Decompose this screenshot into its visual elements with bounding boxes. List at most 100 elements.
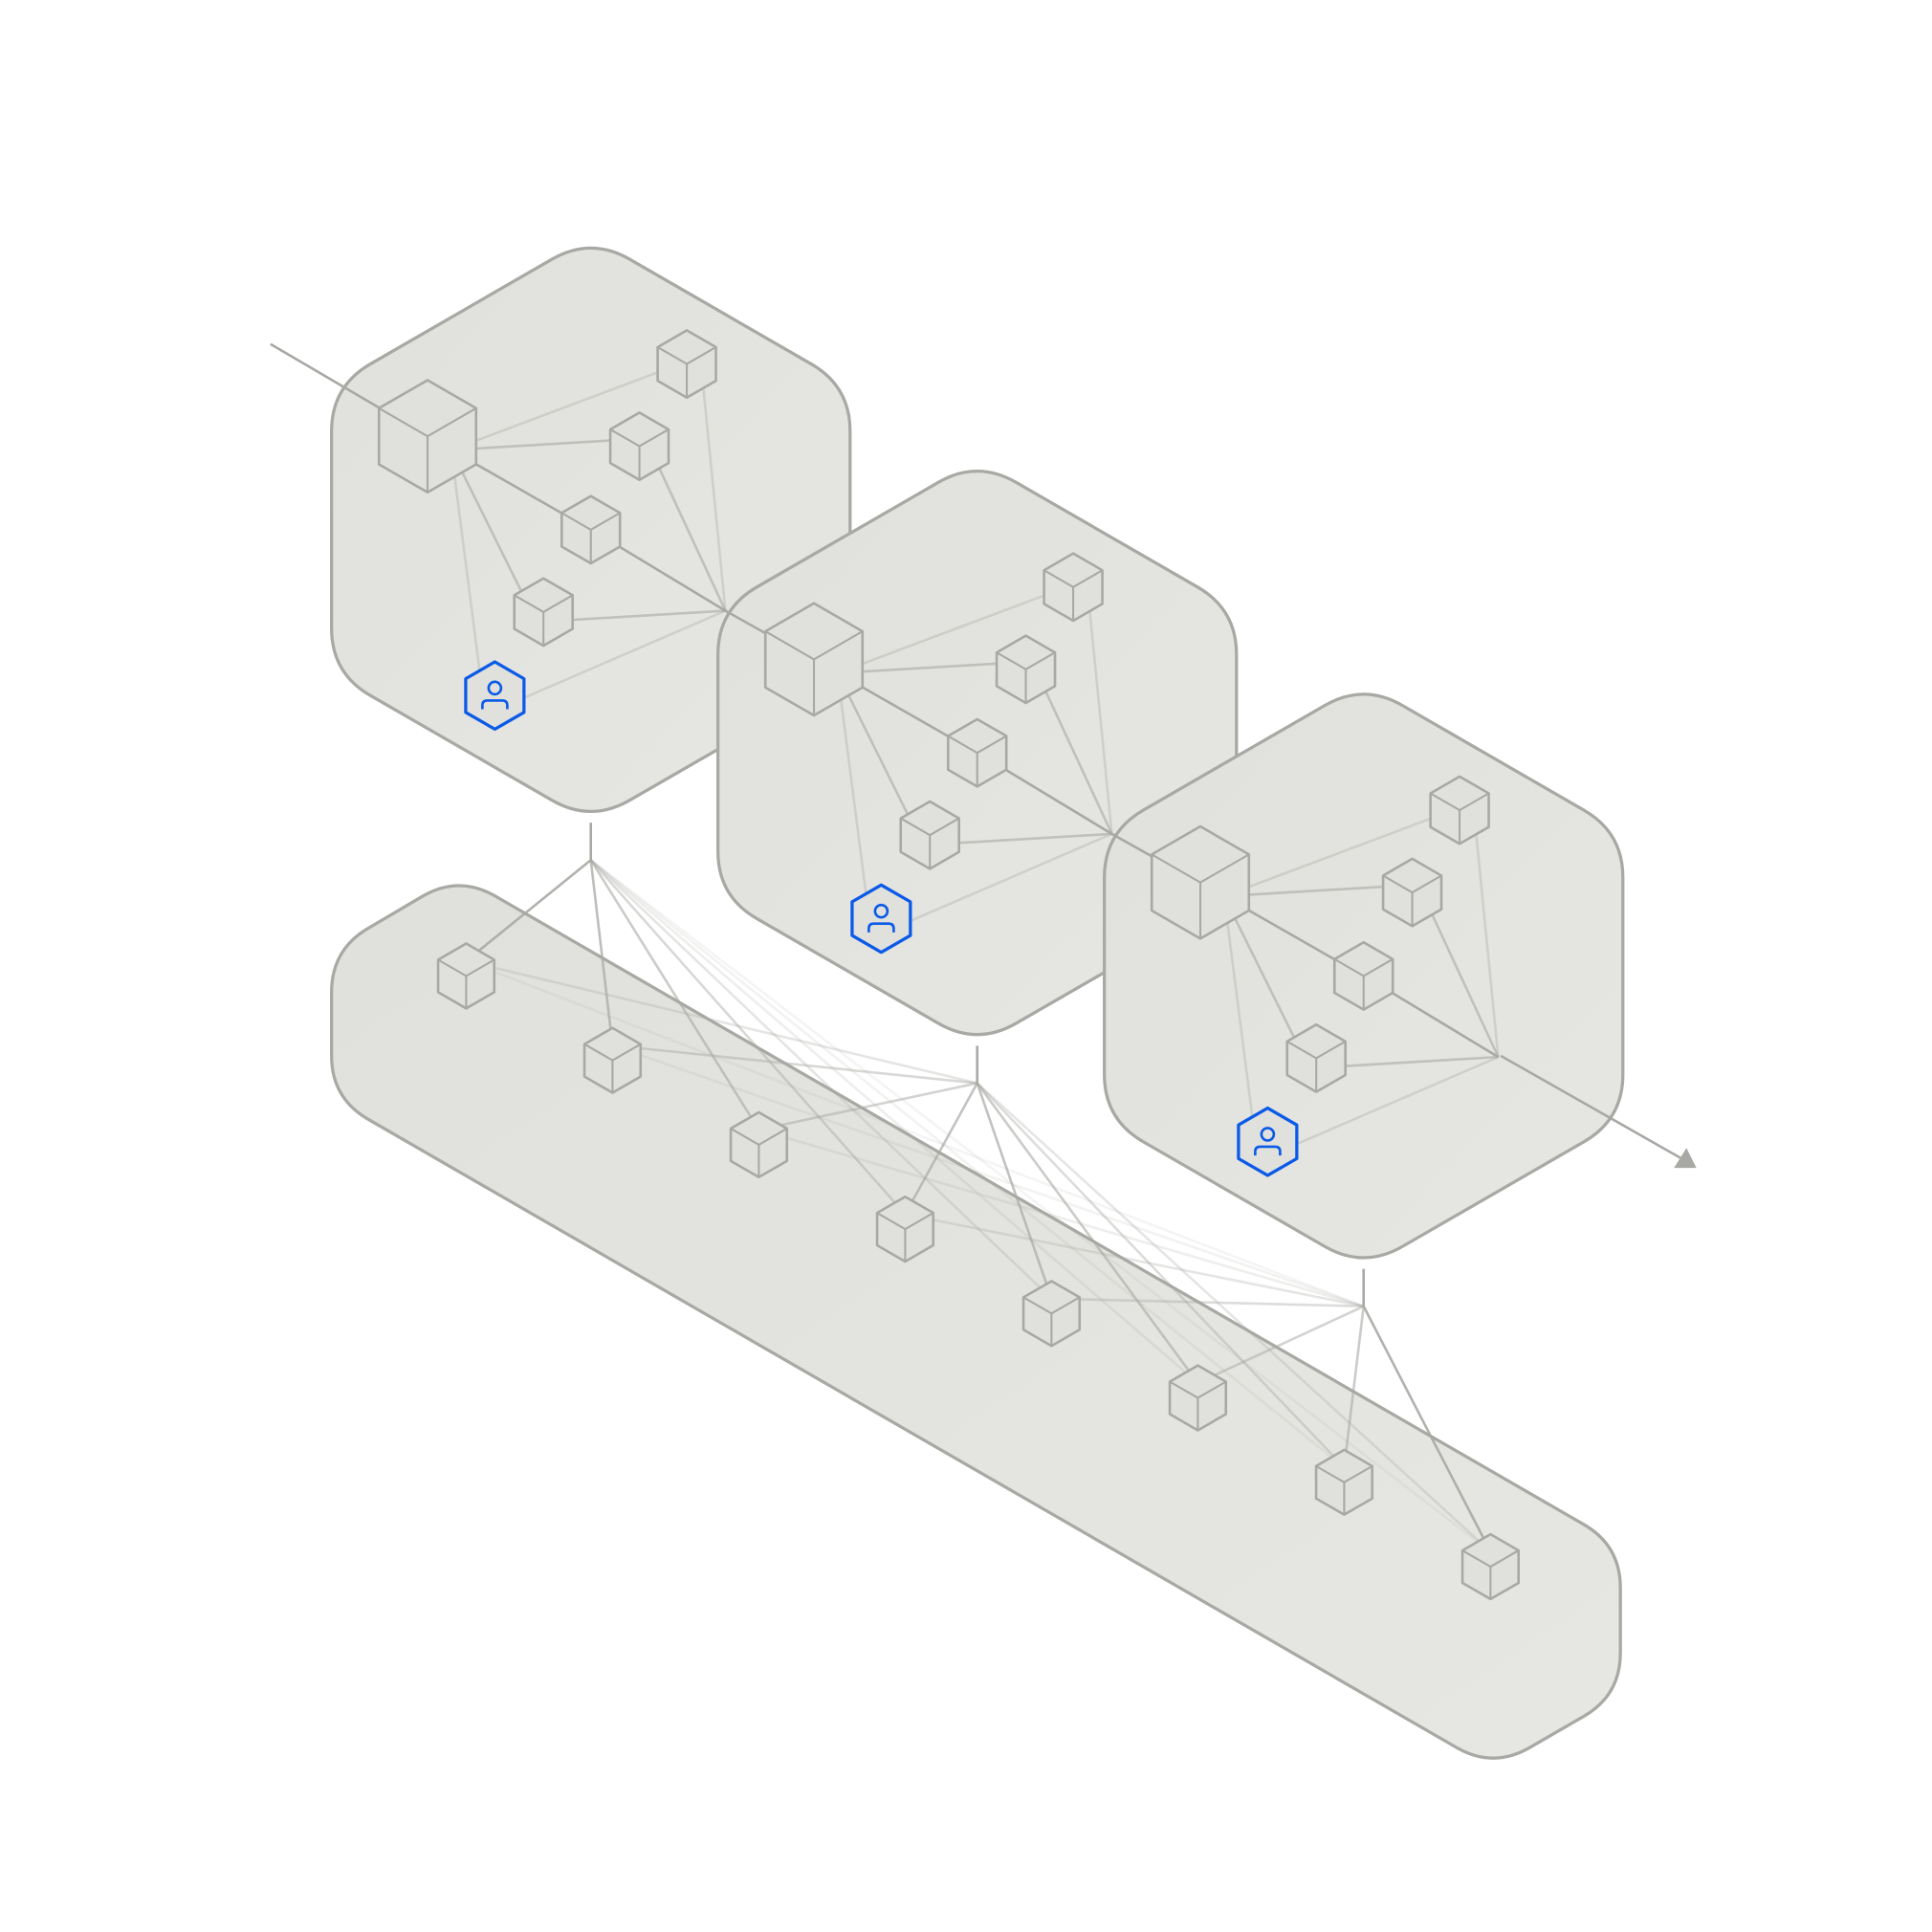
user-hexagon-icon — [1237, 1106, 1299, 1177]
cluster-link — [1377, 983, 1500, 1059]
cluster-link — [1223, 806, 1460, 898]
cluster-link — [700, 371, 727, 611]
flow-axis-link — [1110, 832, 1153, 858]
large-cube-icon-edges — [764, 630, 864, 716]
cube-icon — [608, 411, 670, 482]
base-link — [465, 859, 592, 962]
base-link — [758, 1128, 1365, 1308]
cube-icon-edges — [730, 1128, 788, 1177]
base-link — [589, 859, 1492, 1553]
cluster-link — [450, 437, 640, 451]
user-body — [481, 699, 509, 710]
user-hexagon-icon — [850, 883, 912, 955]
cluster-panels — [270, 246, 1697, 1260]
base-link — [905, 1213, 1364, 1308]
cube-icon-edges — [876, 1212, 934, 1262]
cluster-link — [909, 832, 1112, 923]
cluster-link — [1295, 1055, 1499, 1146]
cluster-link — [522, 609, 726, 700]
base-link — [466, 959, 978, 1085]
base-link — [589, 859, 907, 1216]
cluster-link — [651, 454, 727, 612]
base-link — [589, 860, 614, 1046]
cube-icon-edges — [514, 594, 574, 647]
cube-icon — [946, 717, 1008, 788]
large-cube-icon — [763, 602, 865, 717]
base-link — [589, 859, 1053, 1300]
cube-icon-edges — [657, 346, 717, 398]
cube-icon-edges — [437, 958, 495, 1009]
cluster-link — [836, 672, 911, 820]
cube-icon — [1021, 1280, 1082, 1348]
base-link — [976, 1082, 1346, 1469]
base-link — [1197, 1305, 1365, 1385]
cube-icon-edges — [1022, 1296, 1081, 1347]
cluster-link — [836, 672, 868, 897]
cluster-link — [604, 537, 727, 612]
cube-icon-edges — [1430, 792, 1490, 845]
cube-icon-edges — [947, 735, 1007, 787]
cube-icon — [656, 329, 717, 400]
cube-icon-edges — [1382, 874, 1442, 927]
cluster-panel-3 — [1103, 692, 1625, 1260]
base-link — [1362, 1306, 1492, 1552]
cube-icon-edges — [560, 512, 621, 564]
user-head — [487, 680, 503, 696]
user-body — [867, 922, 895, 933]
cluster-link — [1038, 677, 1113, 835]
flow-axis-link — [724, 609, 766, 635]
cube-icon — [1381, 857, 1443, 928]
cube-icon — [1285, 1022, 1347, 1093]
cluster-link — [450, 450, 482, 673]
cluster-link — [837, 660, 1026, 675]
base-link — [976, 1082, 1492, 1553]
cluster-link — [1222, 895, 1255, 1120]
cluster-link — [943, 832, 1112, 845]
cluster-link — [991, 760, 1113, 835]
user-head — [873, 903, 889, 919]
cube-icon — [582, 1026, 643, 1094]
base-link — [589, 859, 760, 1131]
cube-icon — [899, 800, 960, 870]
base-links — [465, 823, 1492, 1553]
cube-icon — [1168, 1364, 1228, 1432]
cluster-link — [1424, 900, 1500, 1058]
base-link — [1051, 1297, 1364, 1308]
cluster-link — [837, 582, 1074, 674]
base-link — [612, 1043, 977, 1085]
cluster-link — [557, 609, 726, 623]
base-layer — [330, 884, 1622, 1760]
cluster-link — [1329, 1055, 1499, 1068]
base-link — [976, 1083, 1053, 1300]
cube-icon-edges — [996, 651, 1056, 704]
cluster-link — [1087, 594, 1113, 834]
cube-icon-edges — [1461, 1549, 1520, 1599]
base-link — [1343, 1306, 1366, 1468]
cube-icon — [1043, 552, 1104, 623]
cube-icon-edges — [583, 1043, 642, 1093]
base-link — [611, 1043, 1365, 1308]
cube-icon — [436, 942, 496, 1010]
cube-icon — [1460, 1532, 1521, 1601]
base-link — [976, 1082, 1199, 1384]
base-link — [758, 1082, 978, 1131]
cube-icon — [1429, 775, 1490, 845]
arrow-head-icon — [1674, 1148, 1697, 1169]
base-link — [589, 859, 1346, 1469]
cluster-link — [1473, 817, 1500, 1058]
cube-icon — [995, 634, 1057, 705]
cube-icon-edges — [609, 428, 670, 480]
user-hexagon-outline — [1237, 1106, 1299, 1177]
large-cube-icon — [1150, 824, 1251, 940]
cube-icon — [560, 494, 622, 565]
base-link — [465, 959, 1365, 1307]
cluster-link — [450, 449, 525, 597]
base-nodes — [436, 942, 1521, 1601]
cube-icon-edges — [1315, 1464, 1373, 1515]
cluster-link — [1223, 883, 1413, 898]
base-link — [904, 1082, 978, 1216]
cube-icon-edges — [1333, 957, 1394, 1010]
cube-icon — [1314, 1448, 1374, 1516]
cube-icon-edges — [900, 817, 960, 869]
